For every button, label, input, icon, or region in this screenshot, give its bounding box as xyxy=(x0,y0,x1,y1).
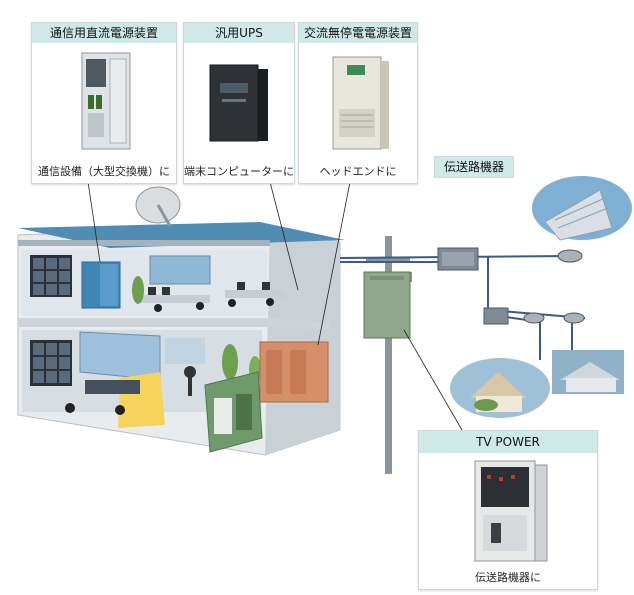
amplifier-box xyxy=(437,247,585,325)
ups-card: 汎用UPS 端末コンピューターに xyxy=(183,22,295,184)
dc-power-card: 通信用直流電源装置 通信設備（大型交換機）に xyxy=(31,22,177,184)
utility-pole xyxy=(363,236,412,474)
dc-power-card-title: 通信用直流電源装置 xyxy=(32,23,176,43)
ac-power-card: 交流無停電電源装置 ヘッドエンドに xyxy=(298,22,418,184)
tv-power-card-title: TV POWER xyxy=(419,431,597,453)
ups-card-caption: 端末コンピューターに xyxy=(184,165,294,178)
ups-unit-image xyxy=(209,64,268,142)
callout-lines xyxy=(87,181,463,431)
ac-power-unit-image xyxy=(332,56,389,150)
dc-power-card-caption: 通信設備（大型交換機）に xyxy=(38,165,170,178)
house-photo xyxy=(450,358,550,418)
ac-power-card-title: 交流無停電電源装置 xyxy=(299,23,417,43)
tv-power-unit-image xyxy=(474,460,548,562)
transmission-equipment-label: 伝送路機器 xyxy=(434,156,514,178)
ups-card-title: 汎用UPS xyxy=(184,23,294,43)
building-cutaway xyxy=(17,186,345,456)
apartment-photo xyxy=(532,176,632,241)
tv-power-card: TV POWER 伝送路機器に xyxy=(418,430,598,590)
ac-power-card-caption: ヘッドエンドに xyxy=(319,165,397,178)
residential-photo xyxy=(552,350,624,394)
tv-power-card-caption: 伝送路機器に xyxy=(475,571,541,584)
dc-power-unit-image xyxy=(81,52,131,150)
